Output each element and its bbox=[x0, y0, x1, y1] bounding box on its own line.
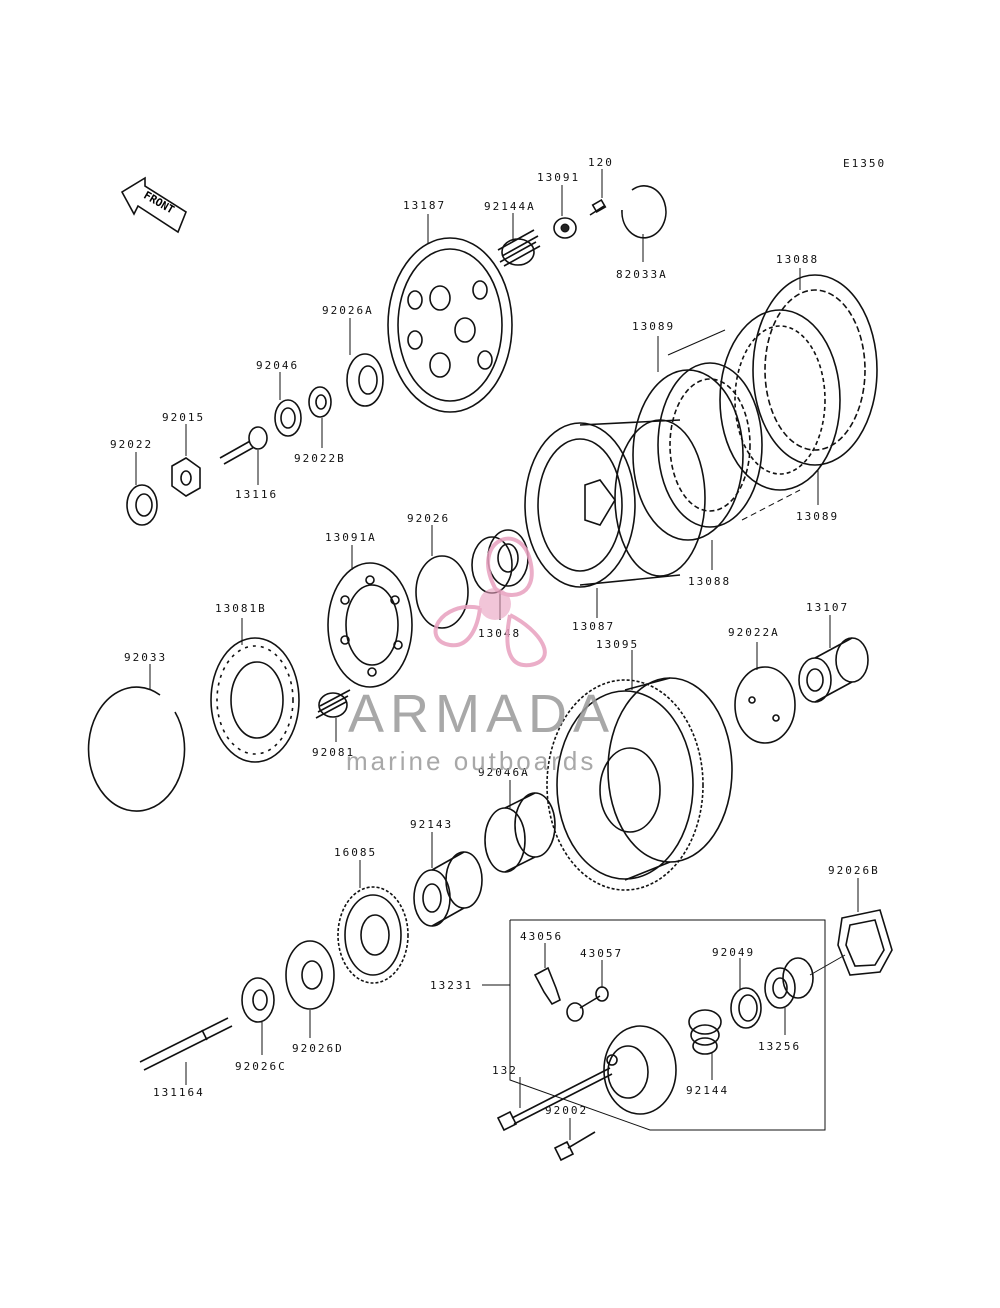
label-92026D: 92026D bbox=[292, 1042, 344, 1055]
label-13091A: 13091A bbox=[325, 531, 377, 544]
part-92026C-washer bbox=[241, 977, 275, 1023]
part-43056-bleeder bbox=[533, 966, 561, 1006]
label-92046: 92046 bbox=[256, 359, 299, 372]
label-13256: 13256 bbox=[758, 1040, 801, 1053]
label-13187: 13187 bbox=[403, 199, 446, 212]
part-13107-collar bbox=[798, 637, 869, 703]
part-92046A-needle-bearing bbox=[484, 792, 556, 873]
part-132-bolt bbox=[496, 1067, 613, 1132]
part-92081-spring bbox=[315, 689, 351, 719]
label-13095: 13095 bbox=[596, 638, 639, 651]
label-43056: 43056 bbox=[520, 930, 563, 943]
part-13081B-plate bbox=[210, 637, 300, 763]
part-92026D-washer bbox=[285, 940, 335, 1010]
label-13088-top: 13088 bbox=[776, 253, 819, 266]
label-132: 132 bbox=[492, 1064, 518, 1077]
label-13088-bottom: 13088 bbox=[688, 575, 731, 588]
part-92022B-washer bbox=[308, 386, 332, 418]
label-13081B: 13081B bbox=[215, 602, 267, 615]
part-92143-collar bbox=[413, 851, 483, 927]
label-13048: 13048 bbox=[478, 627, 521, 640]
label-92026: 92026 bbox=[407, 512, 450, 525]
part-43057-cap bbox=[566, 986, 609, 1022]
label-13087: 13087 bbox=[572, 620, 615, 633]
assembly-13231-bracket bbox=[509, 919, 826, 1131]
diagram-code: E1350 bbox=[843, 157, 886, 170]
part-13116-pushrod bbox=[219, 426, 268, 465]
label-43057: 43057 bbox=[580, 947, 623, 960]
label-92144: 92144 bbox=[686, 1084, 729, 1097]
label-92002: 92002 bbox=[545, 1104, 588, 1117]
label-92081: 92081 bbox=[312, 746, 355, 759]
label-13231: 13231 bbox=[430, 979, 473, 992]
front-arrow-icon: FRONT bbox=[120, 176, 187, 234]
label-92143: 92143 bbox=[410, 818, 453, 831]
label-92022B: 92022B bbox=[294, 452, 346, 465]
part-92026A-washer bbox=[346, 353, 384, 407]
label-13091: 13091 bbox=[537, 171, 580, 184]
watermark-tagline: marine outboards bbox=[346, 746, 596, 776]
watermark-brand: ARMADA bbox=[348, 684, 615, 744]
part-13091A-plate bbox=[327, 562, 413, 688]
label-13089-bottom: 13089 bbox=[796, 510, 839, 523]
label-16085: 16085 bbox=[334, 846, 377, 859]
part-92002-bolt bbox=[553, 1131, 596, 1162]
part-16085-gear bbox=[337, 886, 409, 984]
label-92144A: 92144A bbox=[484, 200, 536, 213]
part-13091-cap bbox=[553, 217, 577, 239]
part-92046-needle-bearing bbox=[274, 399, 302, 437]
part-13231-release-cylinder bbox=[603, 1025, 677, 1115]
label-82033A: 82033A bbox=[616, 268, 668, 281]
watermark: ARMADA marine outboards bbox=[346, 536, 615, 776]
part-92144A-spring bbox=[497, 229, 541, 267]
part-13087-clutch-hub bbox=[524, 419, 706, 588]
label-13089-top: 13089 bbox=[632, 320, 675, 333]
label-92026A: 92026A bbox=[322, 304, 374, 317]
label-120: 120 bbox=[588, 156, 614, 169]
part-13187-pressure-plate bbox=[387, 237, 513, 413]
label-92026B: 92026B bbox=[828, 864, 880, 877]
part-92033-circlip bbox=[87, 686, 186, 812]
part-92049-seal bbox=[730, 987, 762, 1029]
label-13107: 13107 bbox=[806, 601, 849, 614]
part-82033A-circlip bbox=[621, 185, 667, 239]
label-13116: 13116 bbox=[235, 488, 278, 501]
label-92015: 92015 bbox=[162, 411, 205, 424]
part-92022-washer bbox=[126, 484, 158, 526]
part-92026-ring bbox=[415, 555, 469, 629]
part-13088-friction-plate-top bbox=[752, 274, 878, 466]
part-92015-nut bbox=[171, 457, 201, 497]
label-92022: 92022 bbox=[110, 438, 153, 451]
armada-logo-icon bbox=[433, 536, 547, 668]
label-92046A: 92046A bbox=[478, 766, 530, 779]
label-92049: 92049 bbox=[712, 946, 755, 959]
part-131164-rod bbox=[139, 1017, 233, 1071]
label-92026C: 92026C bbox=[235, 1060, 287, 1073]
part-92026B-gasket bbox=[837, 909, 893, 976]
part-92022A-washer bbox=[734, 666, 796, 744]
part-13089-steel-plate-top bbox=[719, 309, 841, 491]
label-92033: 92033 bbox=[124, 651, 167, 664]
part-clutch-plate-stack bbox=[632, 362, 763, 541]
label-131164: 131164 bbox=[153, 1086, 205, 1099]
part-92144-spring bbox=[688, 1009, 722, 1055]
part-13256-piston bbox=[764, 957, 814, 1009]
label-92022A: 92022A bbox=[728, 626, 780, 639]
part-120-bolt bbox=[589, 198, 607, 216]
